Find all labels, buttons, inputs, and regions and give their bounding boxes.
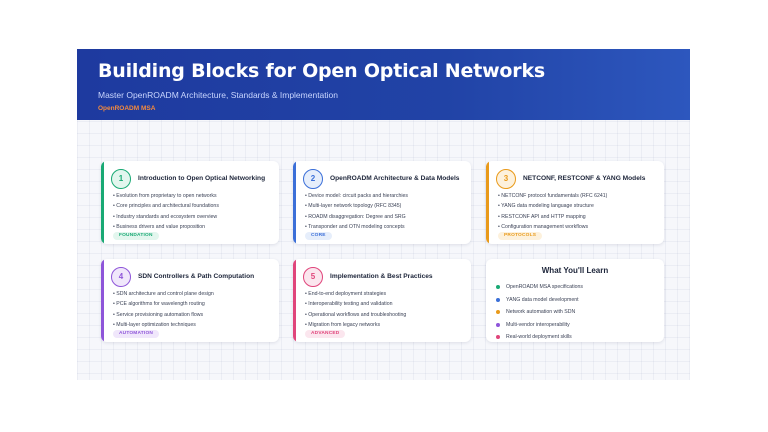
learn-item: Network automation with SDN: [496, 306, 583, 319]
module-points: • Evolution from proprietary to open net…: [113, 191, 219, 232]
bullet-dot-icon: [496, 335, 500, 340]
bullet-dot-icon: [496, 285, 500, 289]
module-title: SDN Controllers & Path Computation: [138, 273, 255, 280]
module-point: • Multi-layer network topology (RFC 8345…: [305, 203, 402, 210]
module-points: • Device model: circuit packs and hierar…: [305, 191, 408, 232]
learn-title: What You'll Learn: [541, 266, 609, 275]
module-number-badge: 3: [496, 169, 516, 189]
learn-item: Multi-vendor interoperability: [496, 319, 583, 332]
learn-item: OpenROADM MSA specifications: [496, 281, 583, 294]
card-accent-bar: [486, 161, 489, 244]
module-point: • Business drivers and value proposition: [113, 223, 206, 230]
module-card-4[interactable]: 4 SDN Controllers & Path Computation • S…: [101, 259, 279, 342]
module-tag: PROTOCOLS: [498, 232, 543, 240]
module-number-badge: 2: [303, 169, 323, 189]
module-point: • Configuration management workflows: [498, 223, 589, 230]
bullet-dot-icon: [496, 322, 500, 327]
module-card-2[interactable]: 2 OpenROADM Architecture & Data Models •…: [293, 161, 471, 244]
learn-item-text: Multi-vendor interoperability: [506, 321, 570, 328]
module-point: • Migration from legacy networks: [305, 321, 381, 328]
brand-label: OpenROADM MSA: [98, 105, 156, 112]
module-point: • Service provisioning automation flows: [113, 311, 204, 318]
module-point: • Operational workflows and troubleshoot…: [305, 311, 407, 318]
module-title: Implementation & Best Practices: [330, 273, 433, 280]
learn-item-text: Real-world deployment skills: [506, 334, 572, 341]
module-number-badge: 1: [111, 169, 131, 189]
card-accent-bar: [293, 259, 296, 342]
module-card-1[interactable]: 1 Introduction to Open Optical Networkin…: [101, 161, 279, 244]
card-accent-bar: [293, 161, 296, 244]
module-point: • SDN architecture and control plane des…: [113, 291, 214, 297]
learn-item-text: YANG data model development: [506, 296, 579, 303]
page-subtitle: Master OpenROADM Architecture, Standards…: [98, 90, 338, 100]
module-point: • RESTCONF API and HTTP mapping: [498, 213, 586, 220]
module-card-3[interactable]: 3 NETCONF, RESTCONF & YANG Models • NETC…: [486, 161, 664, 244]
page-title: Building Blocks for Open Optical Network…: [98, 60, 545, 82]
module-point: • Industry standards and ecosystem overv…: [113, 213, 218, 220]
module-point: • NETCONF protocol fundamentals (RFC 624…: [498, 193, 608, 199]
learn-item: YANG data model development: [496, 294, 583, 307]
module-title: NETCONF, RESTCONF & YANG Models: [523, 175, 646, 182]
module-card-5[interactable]: 5 Implementation & Best Practices • End-…: [293, 259, 471, 342]
module-points: • NETCONF protocol fundamentals (RFC 624…: [498, 191, 607, 232]
card-accent-bar: [101, 259, 104, 342]
header-banner: Building Blocks for Open Optical Network…: [77, 49, 690, 120]
module-point: • Device model: circuit packs and hierar…: [305, 193, 409, 199]
module-point: • End-to-end deployment strategies: [305, 291, 387, 297]
module-tag: FOUNDATION: [113, 232, 159, 240]
learn-item-text: OpenROADM MSA specifications: [506, 284, 583, 290]
module-tag: AUTOMATION: [113, 330, 160, 338]
module-point: • Core principles and architectural foun…: [113, 203, 219, 210]
card-accent-bar: [101, 161, 104, 244]
module-tag: ADVANCED: [305, 330, 346, 338]
module-points: • End-to-end deployment strategies • Int…: [305, 289, 406, 330]
module-title: OpenROADM Architecture & Data Models: [330, 175, 460, 182]
module-point: • Evolution from proprietary to open net…: [113, 193, 217, 199]
module-number-badge: 5: [303, 267, 323, 287]
learn-item-text: Network automation with SDN: [506, 309, 576, 316]
module-point: • Transponder and OTN modeling concepts: [305, 223, 405, 230]
module-points: • SDN architecture and control plane des…: [113, 289, 214, 330]
learning-outcomes-card: What You'll Learn OpenROADM MSA specific…: [486, 259, 664, 342]
module-tag: CORE: [305, 232, 332, 240]
module-point: • Interoperability testing and validatio…: [305, 301, 393, 308]
module-point: • ROADM disaggregation: Degree and SRG: [305, 213, 406, 220]
bullet-dot-icon: [496, 297, 500, 302]
module-point: • YANG data modeling language structure: [498, 203, 594, 210]
module-point: • PCE algorithms for wavelength routing: [113, 301, 205, 308]
module-point: • Multi-layer optimization techniques: [113, 321, 196, 328]
module-title: Introduction to Open Optical Networking: [138, 175, 266, 182]
bullet-dot-icon: [496, 310, 500, 315]
learn-item: Real-world deployment skills: [496, 331, 583, 344]
learn-list: OpenROADM MSA specifications YANG data m…: [496, 281, 583, 344]
module-number-badge: 4: [111, 267, 131, 287]
